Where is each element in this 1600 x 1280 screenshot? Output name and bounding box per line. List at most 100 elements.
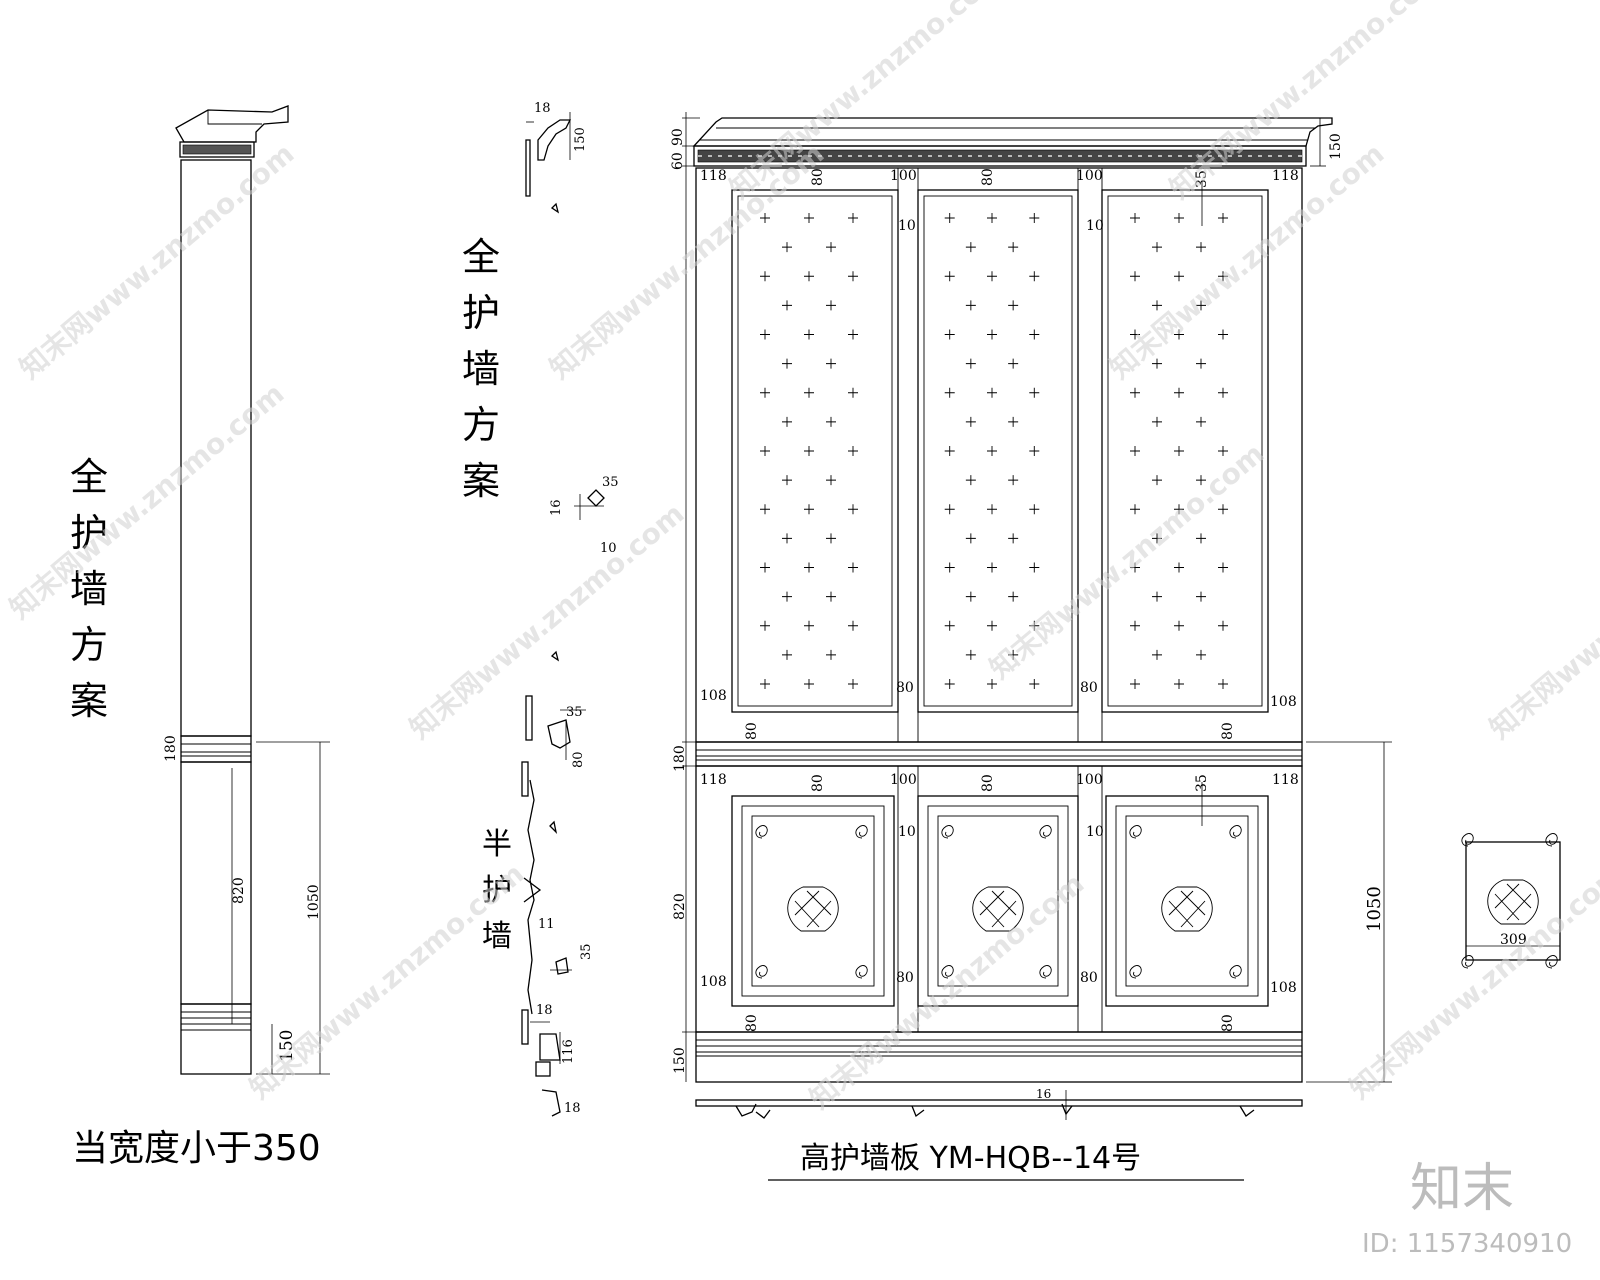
dim-prof-150-top: 150: [573, 127, 588, 152]
tuft-cross: [1218, 504, 1228, 515]
half-wall-label: 半 护 墙: [482, 827, 522, 954]
dim-el-80-ll1: 80: [896, 970, 914, 986]
tuft-cross: [782, 300, 792, 311]
tuft-cross: [1218, 271, 1228, 282]
dim-el-80-ul2: 80: [1080, 680, 1098, 696]
lattice-vase: [1161, 886, 1213, 932]
tuft-cross: [782, 416, 792, 427]
dim-el-108-ur: 108: [1270, 694, 1297, 710]
scroll-ornament: [755, 825, 768, 839]
dim-el-10-m2: 10: [1086, 824, 1104, 840]
tuft-cross: [987, 446, 997, 456]
tuft-cross: [804, 679, 814, 689]
tuft-cross: [944, 504, 955, 515]
tuft-cross: [965, 242, 976, 253]
scroll-ornament: [941, 825, 954, 839]
watermark-layer: 知末网www.znzmo.com 知末网www.znzmo.com 知末网www.z…: [3, 0, 1600, 1115]
tuft-cross: [826, 649, 836, 660]
watermark: 知末网www.znzmo.com: [1483, 497, 1600, 745]
tuft-cross: [1008, 300, 1019, 311]
tuft-cross: [760, 562, 770, 573]
tuft-cross: [944, 271, 955, 282]
tuft-cross: [1008, 649, 1019, 660]
tuft-cross: [1218, 213, 1228, 223]
watermark: 知末网www.znzmo.com: [983, 437, 1270, 685]
dim-el-10-t2: 10: [1086, 218, 1104, 234]
tuft-cross: [1008, 591, 1019, 602]
tuft-cross: [1008, 533, 1019, 544]
scroll-ornament: [1545, 955, 1558, 969]
tuft-cross: [944, 329, 955, 340]
tuft-cross: [804, 387, 814, 398]
tuft-cross: [760, 271, 770, 282]
dim-left-rail: 180: [163, 735, 179, 762]
left-caption: 当宽度小于350: [72, 1128, 321, 1169]
lattice-vase: [972, 886, 1024, 932]
mid-vertical-title: 全 护 墙 方 案: [462, 235, 512, 503]
tuft-cross: [944, 387, 955, 398]
dim-el-100-m1: 100: [890, 772, 917, 788]
tuft-cross: [944, 446, 955, 456]
tuft-cross: [1152, 533, 1162, 544]
dim-prof-35-rail: 35: [566, 705, 583, 720]
dim-prof-35-mid: 35: [602, 475, 619, 490]
tuft-cross: [782, 533, 792, 544]
tuft-cross: [1152, 416, 1162, 427]
tuft-cross: [1218, 562, 1228, 573]
dim-el-80-ub2: 80: [1220, 722, 1236, 740]
tuft-cross: [1029, 446, 1040, 456]
carved-frieze-small: [182, 144, 252, 155]
tuft-cross: [1029, 562, 1040, 573]
tuft-cross: [826, 242, 836, 253]
tuft-cross: [1130, 504, 1140, 515]
tuft-cross: [804, 562, 814, 573]
tuft-cross: [1218, 679, 1228, 689]
tuft-cross: [987, 562, 997, 573]
dim-el-118-tr: 118: [1272, 168, 1299, 184]
tuft-cross: [848, 562, 858, 573]
scroll-ornament: [855, 965, 868, 979]
watermark: 知末网www.znzmo.com: [13, 137, 300, 385]
tuft-cross: [1174, 446, 1184, 456]
dim-el-80-ul1: 80: [896, 680, 914, 696]
tuft-cross: [1008, 242, 1019, 253]
tuft-cross: [1218, 620, 1228, 631]
tuft-cross: [848, 504, 858, 515]
dim-prof-35-low: 35: [579, 943, 594, 960]
tuft-cross: [1130, 387, 1140, 398]
tuft-cross: [1196, 358, 1206, 369]
tuft-cross: [848, 213, 858, 223]
dim-prof-11: 11: [538, 917, 555, 932]
tuft-cross: [1029, 213, 1040, 223]
tuft-cross: [1130, 329, 1140, 340]
dim-el-820: 820: [672, 893, 688, 920]
lattice-vase: [787, 886, 839, 932]
dim-el-108-ul: 108: [700, 688, 727, 704]
tuft-cross: [1152, 242, 1162, 253]
dim-left-1050: 1050: [306, 884, 322, 920]
tuft-cross: [1174, 271, 1184, 282]
tuft-cross: [782, 242, 792, 253]
brand-logo: 知末: [1410, 1159, 1514, 1219]
tuft-cross: [1130, 679, 1140, 689]
tuft-cross: [1130, 446, 1140, 456]
lattice-vase: [1487, 879, 1539, 925]
tuft-cross: [826, 300, 836, 311]
dim-el-80-ll2: 80: [1080, 970, 1098, 986]
dim-prof-18-base: 18: [536, 1003, 553, 1018]
ornament-detail: [1461, 833, 1561, 969]
tuft-cross: [944, 562, 955, 573]
tuft-cross: [987, 271, 997, 282]
dim-prof-80-rail: 80: [571, 751, 586, 768]
dim-left-820: 820: [231, 877, 247, 904]
tuft-cross: [987, 387, 997, 398]
tuft-cross: [965, 358, 976, 369]
tuft-cross: [760, 620, 770, 631]
tuft-cross: [1130, 620, 1140, 631]
carved-ornaments: [755, 825, 1242, 979]
tuft-cross: [1218, 329, 1228, 340]
tuft-cross: [1174, 213, 1184, 223]
tuft-cross: [826, 533, 836, 544]
dim-left-150: 150: [277, 1030, 297, 1062]
dim-el-10-m1: 10: [898, 824, 916, 840]
